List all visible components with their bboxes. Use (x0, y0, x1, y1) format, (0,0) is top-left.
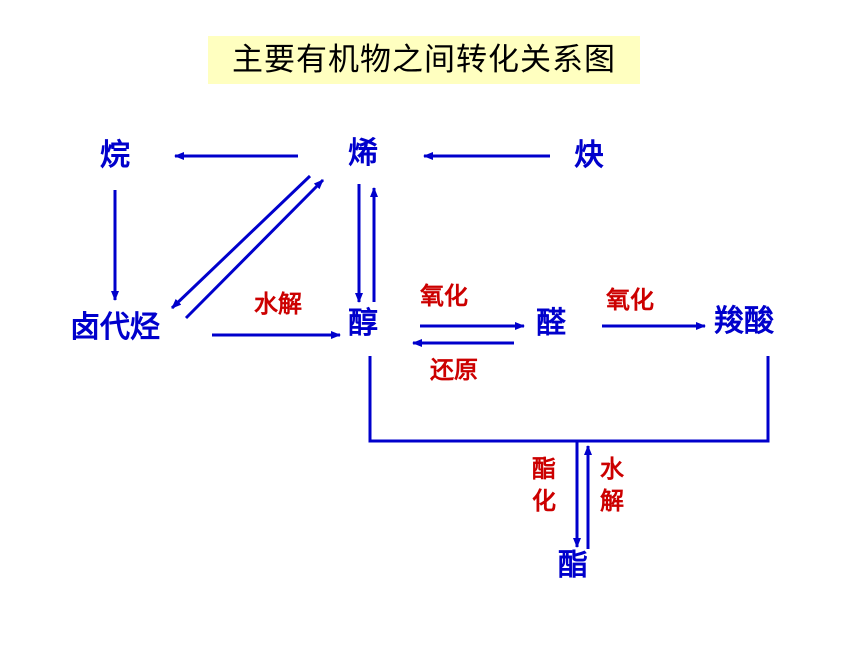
arrow-alkene-to-haloalkane (170, 174, 312, 310)
label-hydrolysis: 水解 (254, 290, 302, 318)
label-esterification-1: 酯 (532, 455, 556, 483)
diagram-title: 主要有机物之间转化关系图 (208, 36, 640, 84)
node-carboxylic-acid: 羧酸 (714, 304, 774, 339)
node-alkyne: 炔 (574, 138, 604, 173)
label-reduction: 还原 (430, 356, 478, 384)
label-ester-hydrolysis-1: 水 (600, 455, 624, 483)
node-alkane: 烷 (100, 138, 130, 173)
node-ester: 酯 (558, 548, 588, 583)
label-ester-hydrolysis-2: 解 (600, 487, 624, 515)
node-haloalkane: 卤代烃 (70, 310, 160, 345)
node-aldehyde: 醛 (536, 306, 566, 341)
node-alcohol: 醇 (348, 306, 378, 341)
label-oxidation-alcohol: 氧化 (420, 282, 468, 310)
node-alkene: 烯 (348, 136, 378, 171)
bracket-alcohol-acid (368, 356, 770, 443)
label-oxidation-aldehyde: 氧化 (606, 286, 654, 314)
arrow-haloalkane-to-alkene (184, 178, 325, 320)
label-esterification-2: 化 (532, 487, 556, 515)
